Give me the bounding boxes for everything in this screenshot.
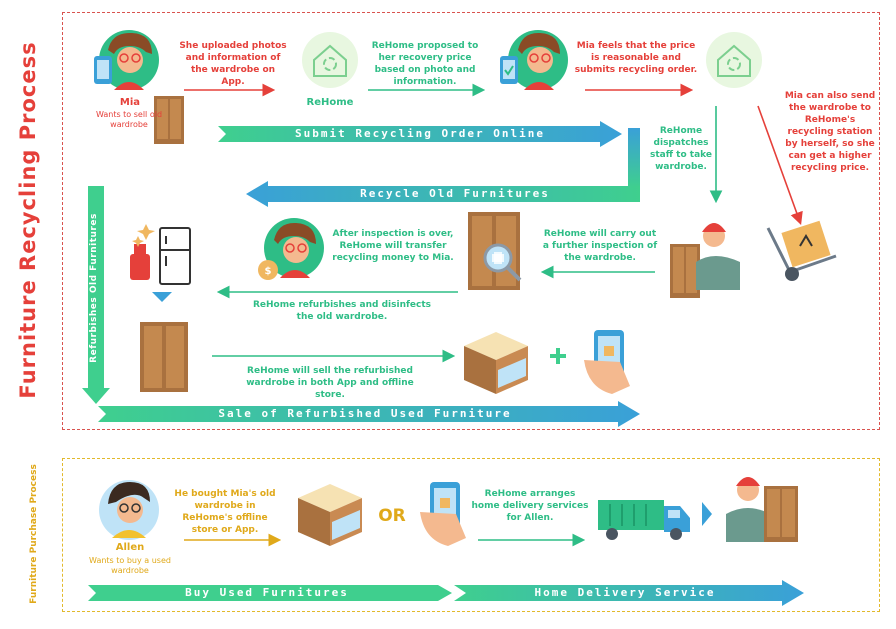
- svg-text:$: $: [265, 266, 272, 277]
- app-phone-icon-2: [420, 482, 466, 546]
- rehome-logo-icon: [302, 32, 358, 88]
- purchase-process-frame: [62, 458, 880, 612]
- band-refurb-label: Refurbishes Old Furnitures: [89, 213, 99, 363]
- rehome-logo-icon-2: [706, 32, 762, 88]
- band-sale-label: Sale of Refurbished Used Furniture: [218, 407, 512, 420]
- refurbished-wardrobe-icon: [140, 322, 188, 392]
- band-sale: [98, 401, 640, 427]
- mia-approve-avatar-icon: [500, 30, 568, 90]
- band-buy: [88, 585, 452, 601]
- rehome-name: ReHome: [306, 97, 354, 108]
- mia-money-avatar-icon: $: [258, 218, 324, 280]
- band-buy-label: Buy Used Furnitures: [185, 586, 349, 599]
- allen-avatar-icon: [99, 480, 159, 540]
- hand-truck-icon: [766, 220, 837, 281]
- band-submit: [218, 121, 622, 147]
- recycling-process-frame: [62, 12, 880, 430]
- step-home-delivery: ReHome arranges home delivery services f…: [471, 489, 589, 523]
- delivery-staff-icon: [726, 477, 798, 542]
- step-dispatch-staff: ReHome dispatches staff to take wardrobe…: [650, 126, 712, 172]
- band-refurb: [82, 186, 110, 404]
- step-refurbish: ReHome refurbishes and disinfects the ol…: [252, 300, 431, 322]
- offline-store-icon-2: [298, 484, 362, 546]
- band-recycle-label: Recycle Old Furnitures: [360, 187, 550, 200]
- step-transfer-money: After inspection is over, ReHome will tr…: [332, 229, 454, 263]
- step-upload-photos: She uploaded photos and information of t…: [179, 41, 287, 87]
- delivery-truck-icon: [598, 500, 690, 540]
- disinfect-fridge-icon: [130, 224, 191, 285]
- allen-description: Wants to buy a used wardrobe: [89, 556, 171, 575]
- step-buy-wardrobe: He bought Mia's old wardrobe in ReHome's…: [174, 489, 276, 535]
- or-label: OR: [378, 506, 406, 526]
- step-self-delivery: Mia can also send the wardrobe to ReHome…: [784, 91, 876, 173]
- band-delivery-label: Home Delivery Service: [534, 586, 716, 599]
- wardrobe-icon: [154, 96, 184, 144]
- step-further-inspection: ReHome will carry out a further inspecti…: [542, 229, 658, 263]
- mia-description: Wants to sell old wardrobe: [95, 110, 163, 129]
- band-submit-label: Submit Recycling Order Online: [294, 127, 546, 140]
- offline-store-icon: [464, 332, 528, 394]
- staff-with-wardrobe-icon: [670, 223, 740, 298]
- band-recycle: [246, 128, 640, 207]
- band-delivery: [454, 580, 804, 606]
- step-submit-order: Mia feels that the price is reasonable a…: [574, 41, 698, 75]
- step-proposed-price: ReHome proposed to her recovery price ba…: [371, 41, 479, 87]
- mia-name: Mia: [119, 97, 141, 108]
- allen-name: Allen: [115, 542, 145, 553]
- app-phone-icon: [584, 330, 630, 394]
- mia-avatar-icon: [94, 30, 159, 90]
- inspection-wardrobe-icon: [468, 212, 522, 290]
- step-sell-refurbished: ReHome will sell the refurbished wardrob…: [246, 366, 414, 400]
